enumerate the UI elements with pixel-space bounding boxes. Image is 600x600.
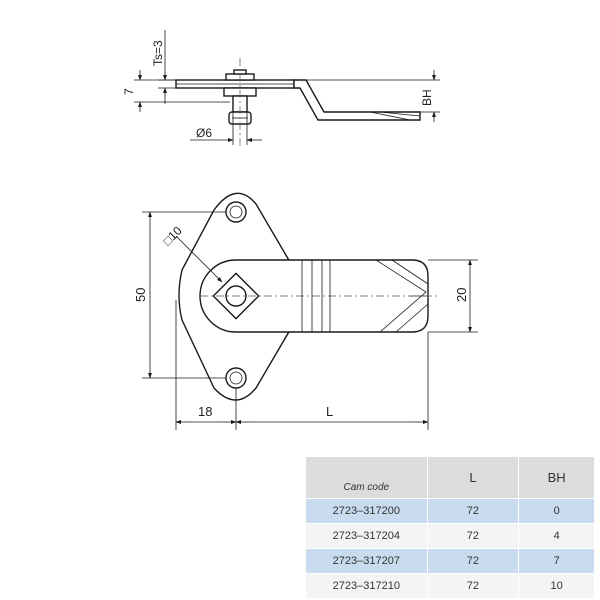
top-view: □10 50 20 18 L: [133, 192, 478, 430]
height-7-label: 7: [122, 88, 136, 95]
table-row: 2723–317207 72 7: [305, 548, 595, 574]
height-50-label: 50: [133, 288, 148, 302]
cam-arm: [293, 79, 421, 121]
header-bh: BH: [518, 456, 595, 499]
cell-l: 72: [426, 548, 520, 574]
cell-code: 2723–317210: [305, 573, 428, 599]
cell-l: 72: [426, 573, 520, 599]
ts-label: Ts=3: [151, 40, 165, 66]
cell-bh: 7: [518, 548, 595, 574]
length-l-label: L: [326, 404, 333, 419]
cell-code: 2723–317200: [305, 498, 428, 524]
width-20-label: 20: [454, 288, 469, 302]
cell-l: 72: [426, 523, 520, 549]
table-header-row: Cam code L BH: [305, 456, 595, 499]
table-row: 2723–317204 72 4: [305, 523, 595, 549]
header-l: L: [426, 456, 520, 499]
table-row: 2723–317200 72 0: [305, 498, 595, 524]
cell-l: 72: [426, 498, 520, 524]
bh-dim-label: BH: [420, 89, 434, 106]
cell-bh: 4: [518, 523, 595, 549]
cell-bh: 10: [518, 573, 595, 599]
spec-table: Cam code L BH 2723–317200 72 0 2723–3172…: [305, 456, 595, 599]
square-label: □10: [160, 223, 185, 248]
mounting-hole-bottom: [225, 367, 247, 389]
diameter-label: Ø6: [196, 126, 212, 140]
header-cam-code: Cam code: [305, 456, 428, 499]
mounting-hole-top: [225, 201, 247, 223]
table-row: 2723–317210 72 10: [305, 573, 595, 599]
offset-18-label: 18: [198, 404, 212, 419]
cell-code: 2723–317207: [305, 548, 428, 574]
technical-drawing: Ts=3 7 BH Ø6: [122, 30, 478, 430]
cell-code: 2723–317204: [305, 523, 428, 549]
side-view: Ts=3 7 BH Ø6: [122, 30, 440, 146]
cell-bh: 0: [518, 498, 595, 524]
